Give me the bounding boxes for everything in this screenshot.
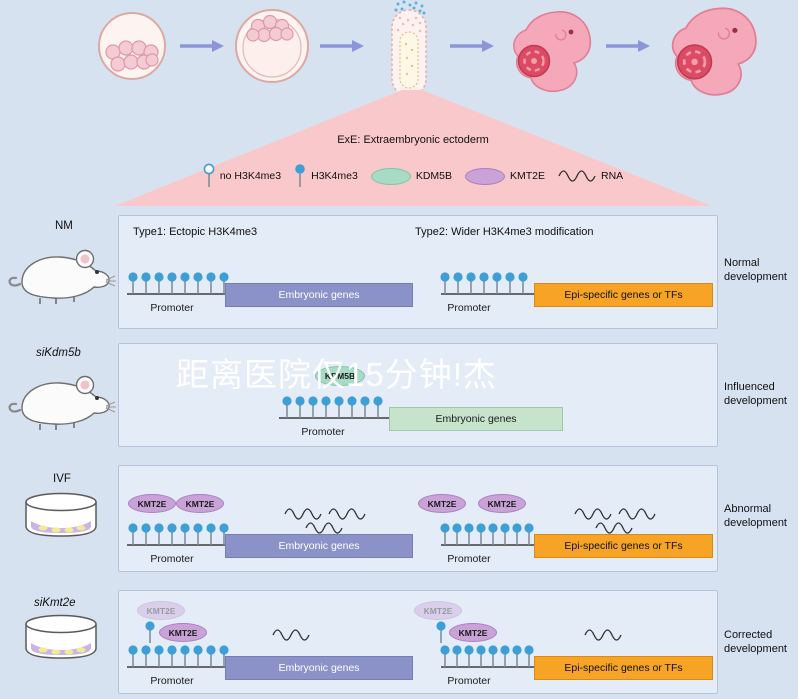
legend-label: RNA <box>601 170 624 182</box>
embryonic-genes-box: Embryonic genes <box>225 656 413 680</box>
kmt2e-ellipse-icon <box>465 167 505 185</box>
promoter-label: Promoter <box>150 302 194 314</box>
panel-nm: Type1: Ectopic H3K4me3 Type2: Wider H3K4… <box>118 215 718 329</box>
legend-label: no H3K4me3 <box>219 170 282 182</box>
promoter-label: Promoter <box>150 675 194 687</box>
kmt2e-ellipse: KMT2E <box>128 494 176 513</box>
arrow-right-icon <box>320 40 364 52</box>
row-label-sikmt2e: siKmt2e <box>34 597 76 609</box>
epi-specific-genes-box: Epi-specific genes or TFs <box>534 534 713 558</box>
legend-item-no-h3k4me3: no H3K4me3 <box>203 163 281 189</box>
panel-sikmt2e: KMT2E KMT2E KMT2E KMT2E Embryonic genes … <box>118 590 718 694</box>
embryonic-genes-box: Embryonic genes <box>225 283 413 307</box>
kmt2e-ellipse: KMT2E <box>449 623 497 642</box>
epi-specific-genes-box: Epi-specific genes or TFs <box>534 283 713 307</box>
row-label-nm: NM <box>55 220 73 232</box>
fetus-late-icon <box>671 6 758 97</box>
legend-item-rna: RNA <box>558 169 623 183</box>
promoter-label: Promoter <box>447 675 491 687</box>
promoter-label: Promoter <box>447 553 491 565</box>
row-label-sikdm5b: siKdm5b <box>36 347 81 359</box>
legend: no H3K4me3 H3K4me3 KDM5B KMT2E RNA <box>110 163 716 189</box>
legend-title: ExE: Extraembryonic ectoderm <box>337 134 489 146</box>
legend-label: KMT2E <box>510 170 546 182</box>
kmt2e-ellipse: KMT2E <box>159 623 207 642</box>
kdm5b-ellipse: KDM5B <box>315 366 365 386</box>
legend-item-kmt2e: KMT2E <box>465 167 546 185</box>
rna-wave-icon <box>558 170 596 182</box>
embryonic-genes-box: Embryonic genes <box>389 407 563 431</box>
legend-label: KDM5B <box>415 170 452 182</box>
panel-ivf: KMT2E KMT2E KMT2E KMT2E Embryonic genes … <box>118 465 718 572</box>
row-label-ivf: IVF <box>53 473 71 485</box>
embryonic-genes-box: Embryonic genes <box>225 534 413 558</box>
watermark-text: 距离医院仅15分钟!杰 <box>176 356 497 393</box>
panel-sikdm5b: KDM5B Embryonic genes Promoter <box>118 343 718 447</box>
filled-lollipop-icon <box>295 164 305 187</box>
promoter-label: Promoter <box>150 553 194 565</box>
arrow-right-icon <box>180 40 224 52</box>
dev-label-normal: Normal development <box>724 257 787 284</box>
kmt2e-ellipse: KMT2E <box>418 494 466 513</box>
promoter-label: Promoter <box>301 426 345 438</box>
exe-funnel <box>115 90 712 206</box>
type1-title: Type1: Ectopic H3K4me3 <box>133 226 258 238</box>
mouse-icon <box>8 375 118 432</box>
mouse-icon <box>8 249 118 306</box>
legend-label: H3K4me3 <box>311 170 358 182</box>
kdm5b-ellipse-icon <box>370 167 411 185</box>
legend-item-kdm5b: KDM5B <box>370 167 452 185</box>
petri-dish-icon <box>25 492 97 537</box>
promoter-label: Promoter <box>447 302 491 314</box>
dev-label-abnormal: Abnormal development <box>724 503 787 530</box>
kmt2e-ellipse: KMT2E <box>478 494 526 513</box>
fetus-early-icon <box>512 10 592 93</box>
blastocyst-early-icon <box>98 12 166 80</box>
blastocyst-icon <box>235 9 309 83</box>
epi-specific-genes-box: Epi-specific genes or TFs <box>534 656 713 680</box>
kmt2e-ellipse-faded: KMT2E <box>414 601 462 620</box>
dev-label-influenced: Influenced development <box>724 381 787 408</box>
type2-title: Type2: Wider H3K4me3 modification <box>415 226 594 238</box>
arrow-right-icon <box>606 40 650 52</box>
open-lollipop-icon <box>203 163 215 187</box>
petri-dish-icon <box>25 614 97 659</box>
kmt2e-ellipse-faded: KMT2E <box>137 601 185 620</box>
egg-cylinder-icon <box>391 0 427 97</box>
arrow-right-icon <box>450 40 494 52</box>
legend-item-h3k4me3: H3K4me3 <box>294 163 358 189</box>
dev-label-corrected: Corrected development <box>724 629 787 656</box>
kmt2e-ellipse: KMT2E <box>176 494 224 513</box>
